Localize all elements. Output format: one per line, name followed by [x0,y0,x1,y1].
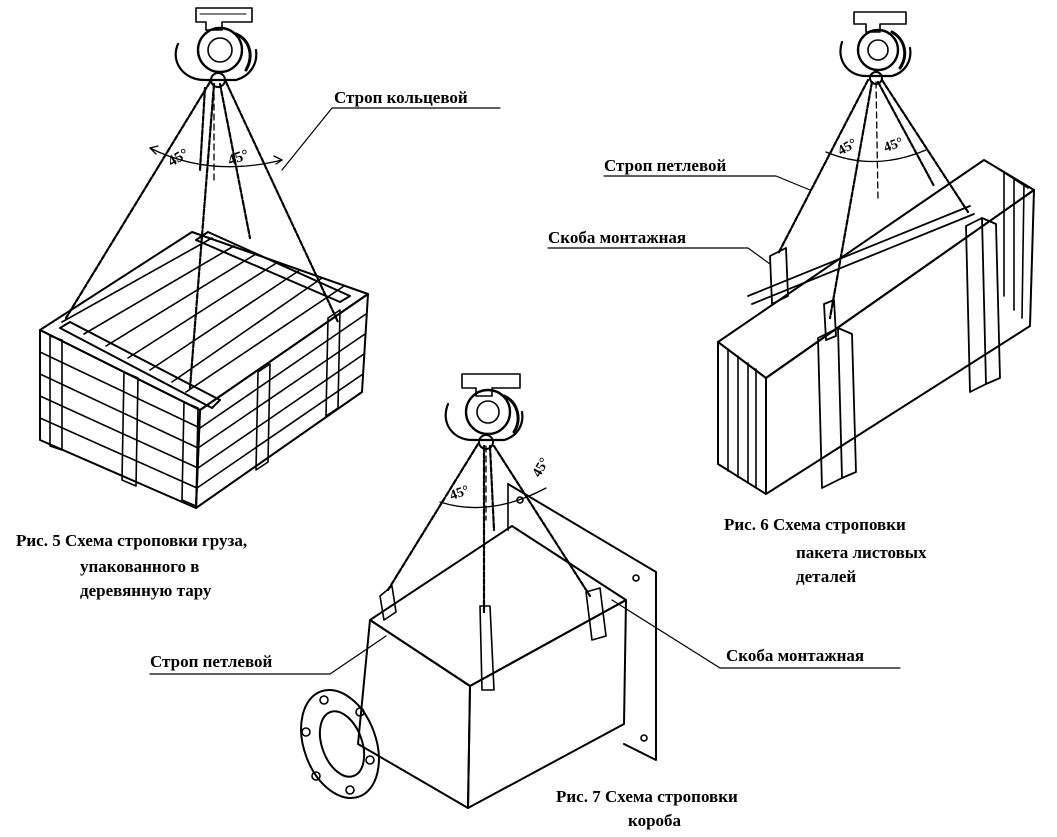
fig6-shackle-label: Скоба монтажная [548,228,687,247]
fig5-drawing [39,7,369,509]
fig6-caption-line1: Рис. 6 Схема строповки [724,515,906,534]
fig6-fixtures [747,205,1001,489]
fig6-drawing [717,11,1035,495]
fig5-angle-arcs [149,83,283,181]
fig7-box [300,483,657,809]
fig6-hook [839,11,912,85]
fig6-angle-arcs [825,81,927,201]
fig5-hook [174,7,258,88]
fig5-ring-sling-label: Строп кольцевой [334,88,468,107]
fig6-caption-line3: деталей [796,567,857,586]
fig7-hook [444,373,524,450]
fig7-caption-line2: короба [628,811,682,830]
fig5-caption-line3: деревянную тару [80,581,212,600]
fig7-loop-sling-label: Строп петлевой [150,652,273,671]
fig7-angle-arcs [439,445,547,521]
fig5-crate [39,231,369,509]
fig7-leaders [149,599,901,675]
fig5-caption-line2: упакованного в [80,557,200,576]
fig7-caption-line1: Рис. 7 Схема строповки [556,787,738,806]
fig7-loop-sling [386,442,592,614]
fig6-loop-sling [776,78,970,320]
fig7-drawing [300,373,657,809]
fig5-caption-line1: Рис. 5 Схема строповки груза, [16,531,248,550]
fig6-leaders [547,175,811,265]
fig5-sling-leader [281,107,501,171]
fig6-loop-sling-label: Строп петлевой [604,156,727,175]
fig7-shackle-label: Скоба монтажная [726,646,865,665]
fig6-sheet-packet [717,159,1035,495]
fig6-caption-line2: пакета листовых [796,543,927,562]
